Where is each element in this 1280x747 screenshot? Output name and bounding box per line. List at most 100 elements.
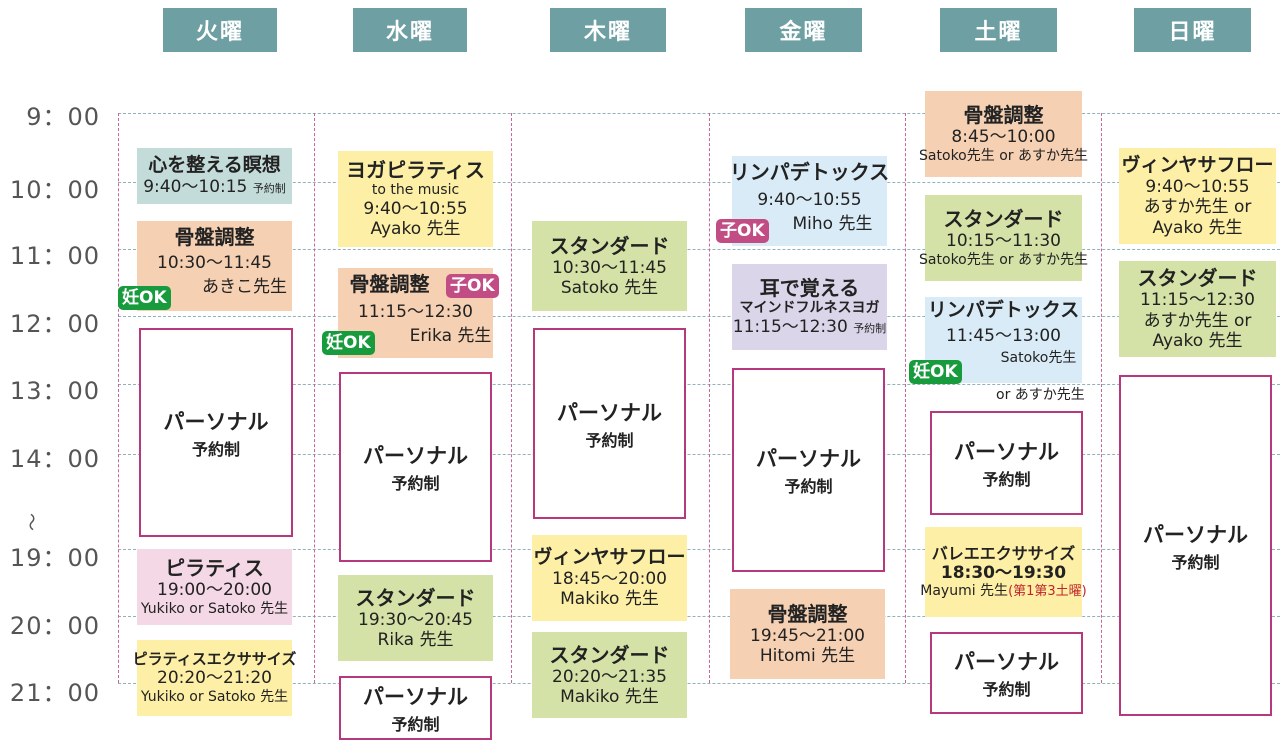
class-teacher: Yukiko or Satoko 先生 (140, 688, 289, 705)
personal-sub: 予約制 (784, 477, 833, 496)
class-block-tue-pilates[interactable]: ピラティス 19:00～20:00 Yukiko or Satoko 先生 (137, 549, 292, 625)
personal-title: パーソナル (363, 685, 468, 709)
class-teacher: Satoko先生 or あすか先生 (919, 251, 1088, 268)
class-block-sun-vinyasa[interactable]: ヴィンヤサフロー 9:40～10:55 あすか先生 or Ayako 先生 (1119, 148, 1276, 244)
class-time-text: 11:15～12:30 (732, 317, 848, 338)
class-block-tue-meditation[interactable]: 心を整える瞑想 9:40～10:15 予約制 (137, 148, 292, 204)
class-title: 骨盤調整 (767, 601, 848, 626)
grid-line-9 (118, 113, 1280, 114)
class-title: リンパデトックス (927, 299, 1080, 321)
class-time: 19:30～20:45 (358, 609, 473, 630)
class-block-tue-pilates-exercise[interactable]: ピラティスエクササイズ 20:20～21:20 Yukiko or Satoko… (133, 640, 296, 716)
class-title: スタンダード (549, 642, 670, 667)
pregnancy-ok-badge: 妊OK (909, 360, 962, 384)
class-teacher-continued: Ayako 先生 (1152, 331, 1243, 352)
class-title: スタンダード (943, 207, 1064, 232)
column-divider (1101, 113, 1102, 683)
personal-title: パーソナル (163, 409, 269, 434)
class-teacher: あすか先生 or (1143, 197, 1252, 218)
class-title: 骨盤調整 (349, 272, 430, 296)
class-teacher: Makiko 先生 (560, 687, 659, 707)
column-divider (314, 113, 315, 683)
class-teacher: Makiko 先生 (560, 589, 659, 610)
class-block-wed-yoga-pilates[interactable]: ヨガピラティス to the music 9:40～10:55 Ayako 先生 (338, 151, 493, 247)
class-block-wed-pelvis[interactable]: 骨盤調整 11:15～12:30 Erika 先生 (338, 268, 493, 358)
reservation-note: 予約制 (252, 182, 286, 196)
class-time: 18:30～19:30 (940, 563, 1067, 583)
personal-sub: 予約制 (391, 715, 440, 734)
class-teacher: Mayumi 先生(第1第3土曜) (920, 583, 1086, 600)
class-title: 耳で覚える (759, 276, 860, 301)
class-title: リンパデトックス (729, 160, 890, 184)
class-block-sat-ballet[interactable]: バレエエクササイズ 18:30～19:30 Mayumi 先生(第1第3土曜) (920, 527, 1087, 617)
header-friday: 金曜 (745, 8, 862, 52)
class-title: スタンダード (1137, 266, 1258, 291)
grid-line-20 (118, 616, 1280, 617)
class-time: 19:45～21:00 (750, 625, 865, 646)
class-block-tue-pelvis[interactable]: 骨盤調整 10:30～11:45 あきこ先生 (137, 221, 292, 311)
grid-line-10 (118, 182, 1280, 183)
personal-session-thu[interactable]: パーソナル 予約制 (533, 328, 686, 519)
grid-line-14 (118, 454, 1280, 455)
personal-session-sat[interactable]: パーソナル 予約制 (930, 411, 1083, 515)
column-divider (905, 113, 906, 683)
header-tuesday: 火曜 (163, 8, 277, 52)
class-title: 心を整える瞑想 (148, 154, 281, 177)
column-divider (709, 113, 710, 683)
class-teacher-continued: Ayako 先生 (1152, 217, 1243, 238)
class-subtitle: to the music (371, 182, 460, 199)
class-block-fri-pelvis[interactable]: 骨盤調整 19:45～21:00 Hitomi 先生 (730, 589, 885, 679)
child-ok-badge: 子OK (446, 274, 499, 298)
class-teacher-name: Mayumi 先生 (920, 583, 1009, 600)
class-block-fri-mindfulness[interactable]: 耳で覚える マインドフルネスヨガ 11:15～12:30 予約制 (732, 264, 887, 350)
class-title: ヴィンヤサフロー (1121, 154, 1274, 177)
class-title: ピラティスエクササイズ (132, 650, 297, 669)
class-time: 11:15～12:30 (358, 302, 473, 322)
class-title: 骨盤調整 (963, 103, 1044, 128)
class-block-thu-standard-evening[interactable]: スタンダード 20:20～21:35 Makiko 先生 (532, 632, 687, 718)
grid-line-19 (118, 549, 1280, 550)
class-teacher: あきこ先生 (202, 277, 287, 298)
personal-sub: 予約制 (391, 474, 440, 493)
class-block-sun-standard[interactable]: スタンダード 11:15～12:30 あすか先生 or Ayako 先生 (1119, 261, 1276, 357)
class-time: 10:30～11:45 (157, 253, 272, 273)
class-title: 骨盤調整 (174, 225, 255, 249)
personal-session-wed[interactable]: パーソナル 予約制 (339, 372, 492, 562)
class-block-wed-standard[interactable]: スタンダード 19:30～20:45 Rika 先生 (338, 575, 493, 661)
class-teacher: Erika 先生 (409, 326, 492, 347)
column-divider (511, 113, 512, 683)
class-subtitle: マインドフルネスヨガ (739, 300, 880, 317)
time-label-10: 10：00 (9, 176, 100, 204)
class-title: スタンダード (549, 233, 670, 258)
column-divider (118, 113, 119, 683)
pregnancy-ok-badge: 妊OK (322, 331, 375, 355)
personal-session-fri[interactable]: パーソナル 予約制 (732, 368, 885, 572)
time-gap-marker: 〜 (20, 513, 41, 532)
class-time: 8:45～10:00 (951, 127, 1056, 148)
class-teacher: Yukiko or Satoko 先生 (140, 600, 289, 617)
class-title: ヴィンヤサフロー (533, 546, 686, 569)
time-label-11: 11：00 (9, 242, 100, 270)
class-block-sat-standard[interactable]: スタンダード 10:15～11:30 Satoko先生 or あすか先生 (919, 195, 1088, 281)
personal-sub: 予約制 (191, 439, 240, 459)
personal-session-sat-evening[interactable]: パーソナル 予約制 (930, 632, 1083, 714)
personal-sub: 予約制 (1171, 552, 1220, 572)
class-teacher: Hitomi 先生 (759, 646, 856, 666)
class-title: スタンダード (355, 585, 476, 610)
personal-title: パーソナル (756, 447, 861, 471)
personal-session-tue[interactable]: パーソナル 予約制 (139, 328, 293, 537)
personal-title: パーソナル (954, 440, 1059, 464)
class-teacher-continued: or あすか先生 (996, 387, 1085, 403)
personal-sub: 予約制 (982, 680, 1031, 699)
class-block-thu-vinyasa[interactable]: ヴィンヤサフロー 18:45～20:00 Makiko 先生 (532, 535, 687, 621)
class-time: 10:15～11:30 (946, 231, 1061, 252)
class-block-sat-pelvis[interactable]: 骨盤調整 8:45～10:00 Satoko先生 or あすか先生 (919, 91, 1088, 177)
header-thursday: 木曜 (550, 8, 666, 52)
class-time: 9:40～10:15 予約制 (143, 177, 286, 197)
personal-session-sun[interactable]: パーソナル 予約制 (1119, 375, 1272, 716)
class-title: ピラティス (165, 556, 264, 581)
header-saturday: 土曜 (940, 8, 1057, 52)
personal-session-wed-evening[interactable]: パーソナル 予約制 (339, 676, 492, 740)
class-block-thu-standard[interactable]: スタンダード 10:30～11:45 Satoko 先生 (532, 221, 687, 311)
pregnancy-ok-badge: 妊OK (118, 286, 171, 310)
